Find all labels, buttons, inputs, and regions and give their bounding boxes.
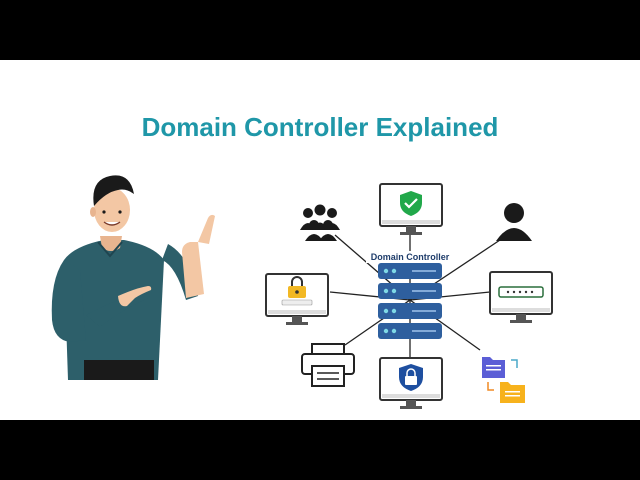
presenter-illustration [51,175,215,380]
domain-controller-server [378,263,442,339]
shield-lock-icon [399,364,423,391]
password-field-icon [498,286,544,298]
monitor-lock [265,273,329,325]
video-frame: Domain Controller Explained [0,60,640,420]
user-icon [496,203,532,241]
monitor-login [489,271,553,323]
printer-icon [301,343,355,387]
shield-check-icon [400,191,422,216]
lock-password-icon [281,276,313,306]
monitor-security [379,357,443,409]
diagram-scene: Domain Controller [51,175,553,409]
page-title: Domain Controller Explained [141,112,499,142]
monitor-shield [379,183,443,235]
folder-sync-icon [482,357,525,403]
users-group-icon [300,204,340,241]
server-label: Domain Controller [371,252,450,262]
